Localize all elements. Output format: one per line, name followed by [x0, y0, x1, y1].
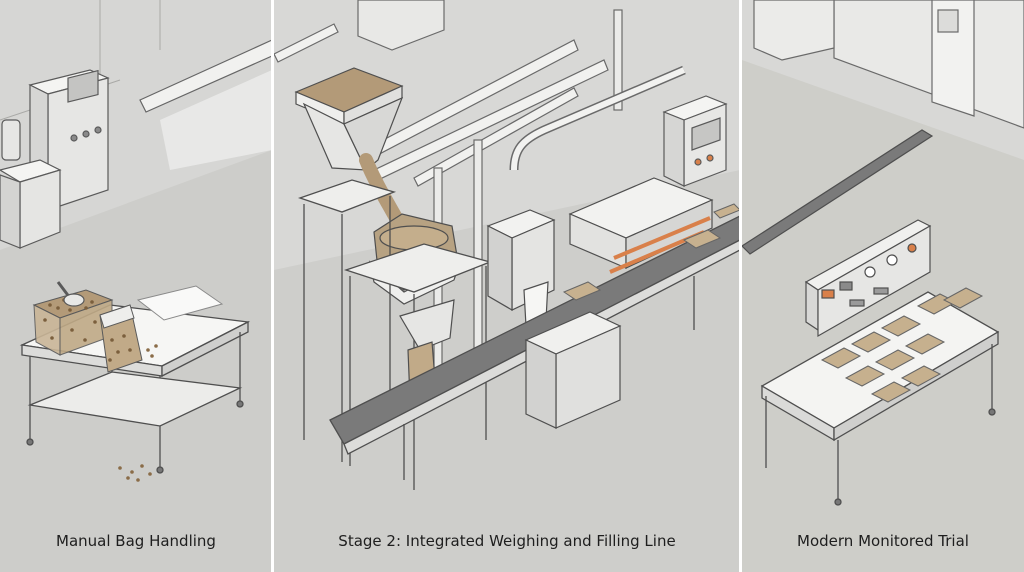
sample-bags: [820, 287, 984, 403]
side-counter: [0, 119, 62, 249]
sealer-unit: [568, 177, 714, 274]
monitor-console: [804, 219, 932, 338]
empty-bag: [136, 285, 224, 321]
overhead-pipes: [274, 23, 609, 187]
monitored-trial-scene: [742, 0, 1024, 572]
filled-bag: [99, 304, 143, 373]
line-control-panel: [662, 95, 728, 187]
back-cabinet: [357, 0, 445, 51]
panel-divider-2: [739, 0, 742, 572]
panel-manual-handling: Manual Bag Handling: [0, 0, 272, 572]
lower-cabinet: [524, 311, 622, 429]
manual-handling-scene: [0, 0, 272, 572]
grain-bin: [32, 289, 114, 356]
bagging-unit: [486, 209, 556, 327]
panel-monitored-trial: Modern Monitored Trial: [742, 0, 1024, 572]
conveyor-end: [742, 129, 934, 255]
caption-integrated: Stage 2: Integrated Weighing and Filling…: [338, 532, 676, 550]
panel-integrated-line: Stage 2: Integrated Weighing and Filling…: [274, 0, 740, 572]
panel-divider: [271, 0, 274, 572]
caption-monitored: Modern Monitored Trial: [797, 532, 969, 550]
caption-manual: Manual Bag Handling: [56, 532, 216, 550]
spilled-kernels: [118, 344, 158, 482]
bags-on-belt: [562, 203, 740, 301]
ceiling-light: [139, 39, 272, 170]
scoop-icon: [56, 281, 85, 307]
gauge-icon: [864, 266, 876, 278]
weigher-hopper: [294, 67, 404, 171]
integrated-line-scene: [274, 0, 740, 572]
storage-cabinet: [753, 0, 835, 61]
